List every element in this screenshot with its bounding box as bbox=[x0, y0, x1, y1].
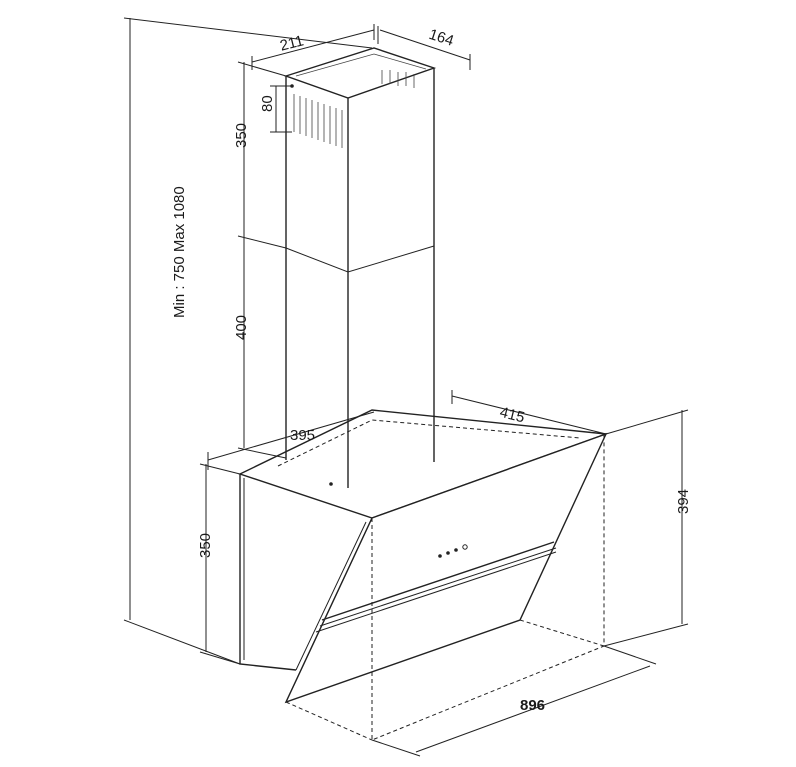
dim-upper-chimney-height: 350 bbox=[233, 123, 250, 148]
dim-chimney-depth: 164 bbox=[427, 26, 456, 50]
dim-chimney-width: 211 bbox=[278, 32, 305, 54]
dim-lower-chimney-height: 400 bbox=[233, 315, 250, 340]
chimney bbox=[283, 47, 437, 488]
dim-body-height-right: 394 bbox=[675, 489, 692, 514]
dim-vent-height: 80 bbox=[259, 95, 276, 112]
vent-slots bbox=[293, 70, 415, 148]
dimension-lines bbox=[123, 17, 689, 757]
dim-body-depth: 415 bbox=[498, 404, 526, 427]
hood-body bbox=[238, 409, 608, 741]
dim-total-height: Min : 750 Max 1080 bbox=[171, 186, 188, 318]
dimension-labels: 211 164 80 350 400 Min : 750 Max 1080 39… bbox=[171, 26, 692, 714]
dim-body-height-left: 350 bbox=[197, 533, 214, 558]
control-buttons bbox=[438, 544, 468, 558]
chimney-top bbox=[283, 47, 437, 99]
dim-total-width: 896 bbox=[520, 697, 545, 714]
glass-panel bbox=[284, 432, 608, 704]
dim-mount-depth: 395 bbox=[290, 427, 315, 444]
